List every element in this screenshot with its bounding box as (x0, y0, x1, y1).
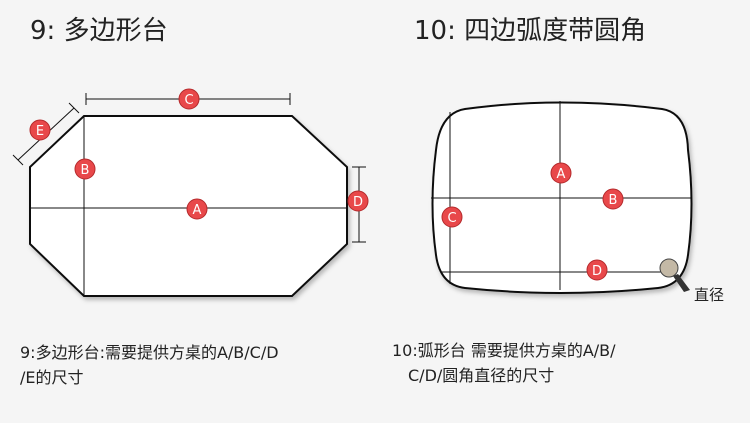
marker-b: B (74, 158, 96, 180)
rounded-description-line1: 10:弧形台 需要提供方桌的A/B/ (392, 341, 616, 360)
svg-text:D: D (592, 264, 602, 279)
octagon-description-line1: 9:多边形台:需要提供方桌的A/B/C/D (20, 343, 279, 362)
octagon-description: 9:多边形台:需要提供方桌的A/B/C/D /E的尺寸 (20, 340, 365, 390)
octagon-table-title: 9: 多边形台 (30, 16, 168, 46)
svg-text:E: E (36, 124, 44, 139)
marker-d: D (347, 190, 369, 212)
marker-e: E (29, 119, 51, 141)
marker-b: B (602, 188, 624, 210)
rounded-description-line2: C/D/圆角直径的尺寸 (408, 366, 555, 385)
octagon-diagram: A B C D E (12, 88, 369, 297)
svg-text:C: C (447, 211, 456, 226)
marker-c: C (441, 206, 463, 228)
svg-text:A: A (193, 203, 202, 218)
marker-a: A (186, 198, 208, 220)
marker-a: A (550, 162, 572, 184)
rounded-description: 10:弧形台 需要提供方桌的A/B/ C/D/圆角直径的尺寸 (392, 338, 722, 388)
svg-text:A: A (557, 167, 566, 182)
diameter-pointer-icon (659, 258, 690, 292)
diameter-label: 直径 (694, 286, 724, 304)
svg-text:C: C (184, 93, 193, 108)
svg-text:B: B (81, 163, 90, 178)
svg-text:D: D (353, 195, 363, 210)
octagon-description-line2: /E的尺寸 (20, 368, 84, 387)
marker-d: D (586, 259, 608, 281)
rounded-table-title: 10: 四边弧度带圆角 (414, 16, 647, 46)
marker-c: C (178, 88, 200, 110)
rounded-diagram: A B C D 直径 (431, 101, 724, 304)
svg-text:B: B (609, 193, 618, 208)
